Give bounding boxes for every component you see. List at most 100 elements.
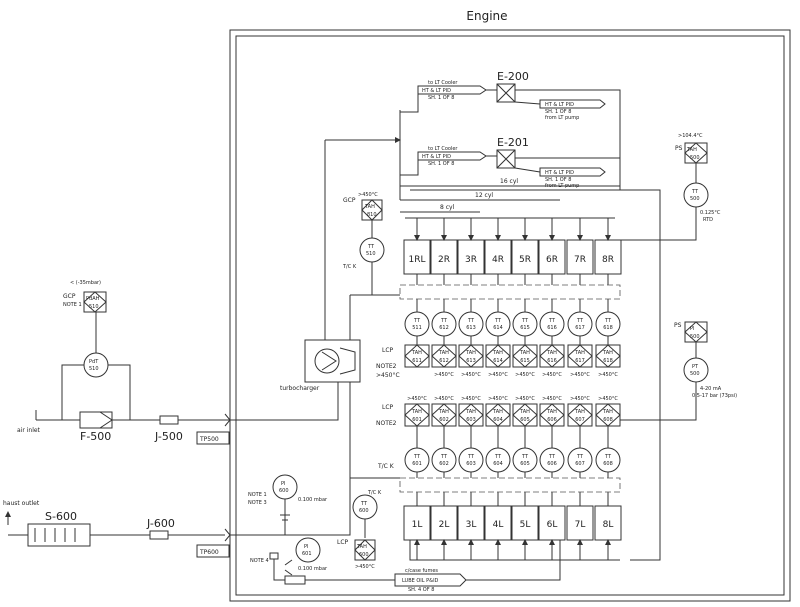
tt-number: 603 (466, 461, 476, 467)
svg-text:NOTE 1: NOTE 1 (63, 302, 82, 308)
air-inlet-line: air inlet F-500 J-500 TP500 PdT 510 PdAH… (17, 280, 231, 445)
tt-tag: TT (494, 318, 502, 324)
crankcase-label: c/case fumes (405, 568, 438, 574)
tah-number: 614 (493, 358, 503, 364)
svg-text:SH. 4 OF 8: SH. 4 OF 8 (408, 587, 434, 593)
exhaust-header-left (399, 477, 621, 493)
j500-label: J-500 (154, 430, 183, 443)
tah-number: 603 (466, 417, 476, 423)
svg-text:600: 600 (359, 508, 369, 514)
tah-number: 617 (575, 358, 585, 364)
tah-tag: TAH (546, 409, 557, 415)
cylinder-2L: 2L (430, 492, 458, 560)
cyl8-label: 8 cyl (440, 204, 455, 211)
engine-boundary-inner (235, 35, 785, 596)
cyl12-label: 12 cyl (475, 192, 493, 199)
temp-threshold: >450°C (434, 396, 454, 402)
cylinder-3R: 3R (457, 218, 485, 285)
tah-tag: TAH (492, 350, 503, 356)
s600-silencer (27, 523, 91, 547)
cylinder-6L: 6L (538, 492, 566, 560)
pi-600-instrument: PI 600 NOTE 1 NOTE 3 0.100 mbar (248, 474, 328, 535)
svg-text:500: 500 (690, 196, 700, 202)
svg-text:510: 510 (366, 251, 376, 257)
temp-threshold: >450°C (488, 396, 508, 402)
svg-text:>104.4°C: >104.4°C (678, 133, 703, 139)
cylinder-7L: 7L (566, 492, 594, 560)
svg-text:TT: TT (691, 189, 699, 195)
temp-threshold: >450°C (488, 372, 508, 378)
cylinder-6R: 6R (538, 218, 566, 285)
svg-text:PI: PI (281, 481, 286, 487)
tt-number: 615 (520, 325, 530, 331)
tt-tag: TT (467, 454, 475, 460)
tah-tag: TAH (411, 350, 422, 356)
turbocharger-label: turbocharger (280, 385, 320, 392)
tt-tag: TT (576, 318, 584, 324)
tah-number: 615 (520, 358, 530, 364)
cylinder-label: 5R (519, 255, 531, 265)
svg-text:600: 600 (359, 552, 369, 558)
temp-threshold: >450°C (515, 396, 535, 402)
tp500-label: TP500 (199, 436, 219, 443)
tt-tag: TT (413, 454, 421, 460)
tah-tag: TAH (438, 350, 449, 356)
tah-tag: TAH (492, 409, 503, 415)
tt-tag: TT (604, 454, 612, 460)
svg-text:TAH: TAH (364, 204, 375, 210)
tah-612: TAH 612 (431, 344, 457, 368)
tah-number: 613 (466, 358, 476, 364)
tt-number: 618 (603, 325, 613, 331)
svg-text:SH. 1 OF 8: SH. 1 OF 8 (545, 177, 571, 183)
cylinder-4L: 4L (484, 492, 512, 560)
svg-text:TT: TT (360, 501, 368, 507)
to-lt-cooler-label: to LT Cooler (428, 80, 458, 86)
tt-number: 604 (493, 461, 503, 467)
tah-number: 612 (439, 358, 449, 364)
tah-tag: TAH (602, 409, 613, 415)
cylinder-1RL: 1RL (403, 218, 431, 285)
tah-tag: TAH (411, 409, 422, 415)
j600-joint (149, 530, 169, 540)
temp-threshold: >450°C (542, 372, 562, 378)
svg-text:810: 810 (367, 212, 377, 218)
svg-text:PdAH: PdAH (86, 296, 100, 302)
cylinder-5L: 5L (511, 492, 539, 560)
tah-number: 608 (603, 417, 613, 423)
tt-tag: TT (440, 318, 448, 324)
svg-text:0.5-17 bar (73psi): 0.5-17 bar (73psi) (692, 393, 737, 399)
temp-threshold: >450°C (570, 396, 590, 402)
tt-600-instrument: TT 600 T/C K TAH 600 >450°C LCP (337, 490, 382, 570)
tah-number: 602 (439, 417, 449, 423)
svg-text:600: 600 (279, 488, 289, 494)
temp-threshold: >450°C (598, 372, 618, 378)
svg-text:601: 601 (302, 551, 312, 557)
temp-threshold: >450°C (570, 372, 590, 378)
tt-tag: TT (413, 318, 421, 324)
cyl16-label: 16 cyl (500, 178, 518, 185)
ht-lt-pid-label: HT & LT PID (422, 88, 451, 94)
svg-text:SH. 1 OF 8: SH. 1 OF 8 (428, 161, 454, 167)
svg-text:510: 510 (89, 366, 99, 372)
cooler-e200: to LT Cooler HT & LT PID SH. 1 OF 8 E-20… (417, 70, 621, 160)
lcp-label-lower: LCP (382, 404, 394, 411)
pt-500-instrument: PS PI 500 PT 500 4-20 mA 0.5-17 bar (73p… (620, 321, 737, 421)
tah-row-upper: TAH611TAH612TAH613TAH614TAH615TAH616TAH6… (404, 344, 621, 378)
